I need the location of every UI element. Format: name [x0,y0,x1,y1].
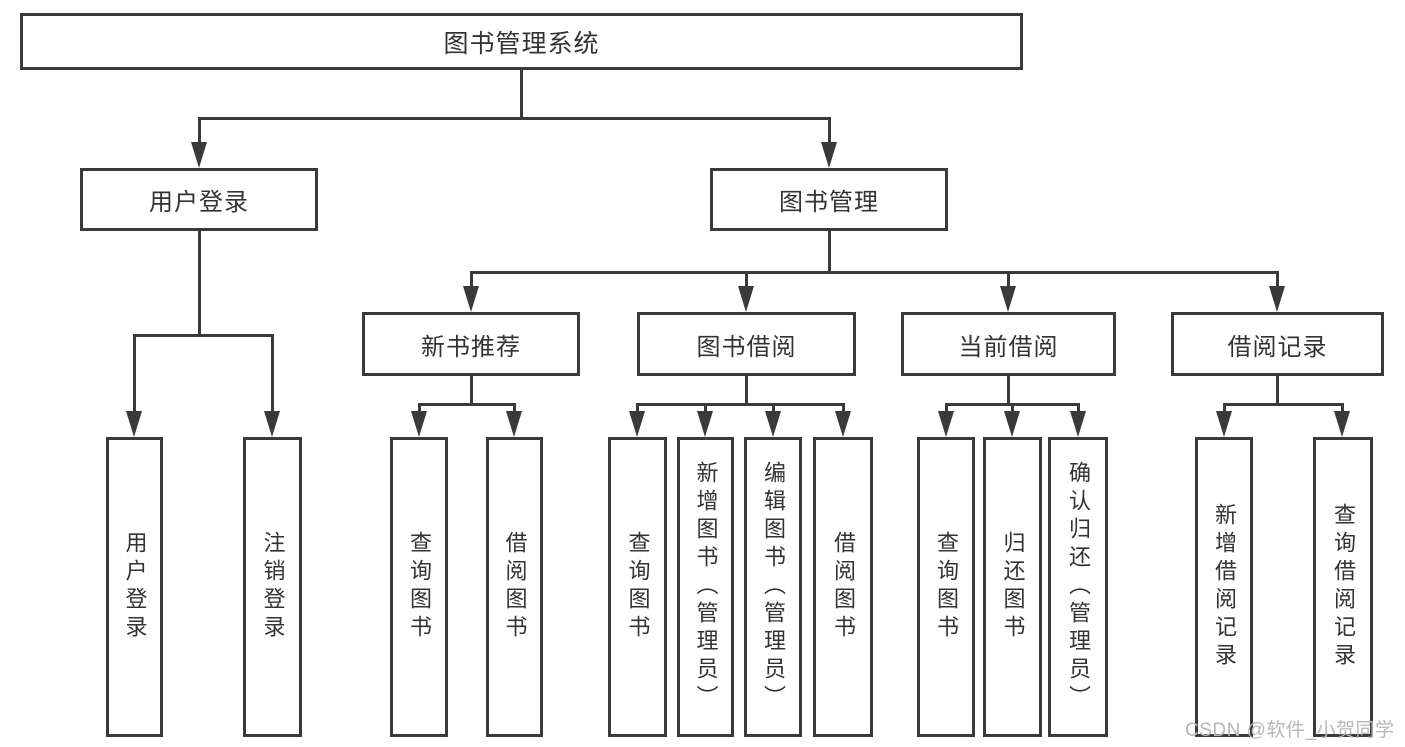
leaf-query-books-borrow: 查询图书 [608,437,667,737]
connector-line [470,271,1279,274]
arrow-down-icon [126,411,142,437]
connector-line [636,403,639,415]
connector-line [198,231,201,337]
node-label: 新增借阅记录 [1212,503,1237,671]
node-label: 新书推荐 [421,333,521,361]
node-label: 确认归还（管理员） [1066,461,1091,713]
connector-line [745,271,748,289]
node-label: 查询图书 [407,531,432,643]
arrow-down-icon [1216,411,1232,437]
node-label: 图书借阅 [696,333,797,361]
node-label: 借阅记录 [1227,333,1328,361]
node-book-borrowing: 图书借阅 [637,312,856,376]
node-label: 归还图书 [1000,531,1026,643]
connector-line [418,403,516,406]
node-new-book-recommend: 新书推荐 [362,312,580,376]
leaf-return-books: 归还图书 [983,437,1042,737]
arrow-down-icon [1269,286,1285,312]
node-book-management: 图书管理 [710,168,948,231]
node-label: 用户登录 [122,531,148,643]
connector-line [198,117,201,147]
connector-line [1223,403,1226,415]
node-label: 查询图书 [934,531,959,643]
leaf-user-login: 用户登录 [106,437,163,737]
connector-line [133,334,274,337]
node-label: 图书管理系统 [443,29,600,58]
arrow-down-icon [938,411,954,437]
arrow-down-icon [463,286,479,312]
node-label: 当前借阅 [958,333,1059,361]
node-label: 查询借阅记录 [1331,503,1356,671]
connector-line [271,334,274,414]
connector-line [1077,403,1080,415]
connector-line [1276,376,1279,406]
arrow-down-icon [738,286,754,312]
connector-line [1276,271,1279,289]
node-label: 新增图书（管理员） [693,461,719,713]
leaf-add-books-admin: 新增图书（管理员） [677,437,734,737]
connector-line [513,403,516,415]
leaf-confirm-return-admin: 确认归还（管理员） [1048,437,1108,737]
arrow-down-icon [411,411,427,437]
arrow-down-icon [697,411,713,437]
arrow-down-icon [506,411,522,437]
arrow-down-icon [765,411,781,437]
arrow-down-icon [1334,411,1350,437]
leaf-logout: 注销登录 [243,437,302,737]
connector-line [1007,376,1010,406]
leaf-borrow-books-recommend: 借阅图书 [486,437,543,737]
node-label: 图书管理 [779,189,879,216]
connector-line [520,70,523,118]
leaf-borrow-books: 借阅图书 [813,437,873,737]
connector-line [828,231,831,274]
arrow-down-icon [191,142,207,168]
arrow-down-icon [1070,411,1086,437]
arrow-down-icon [835,411,851,437]
connector-line [1341,403,1344,415]
node-label: 编辑图书（管理员） [761,461,786,713]
node-label: 借阅图书 [502,531,528,643]
leaf-query-books-current: 查询图书 [917,437,975,737]
node-label: 借阅图书 [831,531,856,643]
leaf-add-borrow-record: 新增借阅记录 [1195,437,1253,737]
node-borrowing-records: 借阅记录 [1171,312,1384,376]
connector-line [470,376,473,406]
node-label: 查询图书 [625,531,651,643]
connector-line [1011,403,1014,415]
leaf-query-books-recommend: 查询图书 [390,437,448,737]
arrow-down-icon [1000,286,1016,312]
node-user-login: 用户登录 [80,168,318,231]
connector-line [133,334,136,414]
leaf-edit-books-admin: 编辑图书（管理员） [744,437,802,737]
arrow-down-icon [821,142,837,168]
connector-line [945,403,948,415]
node-label: 用户登录 [149,189,249,216]
node-current-borrowing: 当前借阅 [901,312,1116,376]
node-library-system: 图书管理系统 [20,13,1023,70]
connector-line [470,271,473,289]
connector-line [828,117,831,147]
arrow-down-icon [264,411,280,437]
connector-line [1007,271,1010,289]
connector-line [842,403,845,415]
leaf-query-borrow-record: 查询借阅记录 [1313,437,1373,737]
connector-line [772,403,775,415]
connector-line [636,403,844,406]
connector-line [745,376,748,406]
connector-line [704,403,707,415]
csdn-watermark: CSDN @软件_小贺同学 [1185,720,1395,741]
node-label: 注销登录 [260,531,286,643]
arrow-down-icon [1004,411,1020,437]
connector-line [418,403,421,415]
connector-line [198,117,831,120]
connector-line [1223,403,1344,406]
arrow-down-icon [629,411,645,437]
